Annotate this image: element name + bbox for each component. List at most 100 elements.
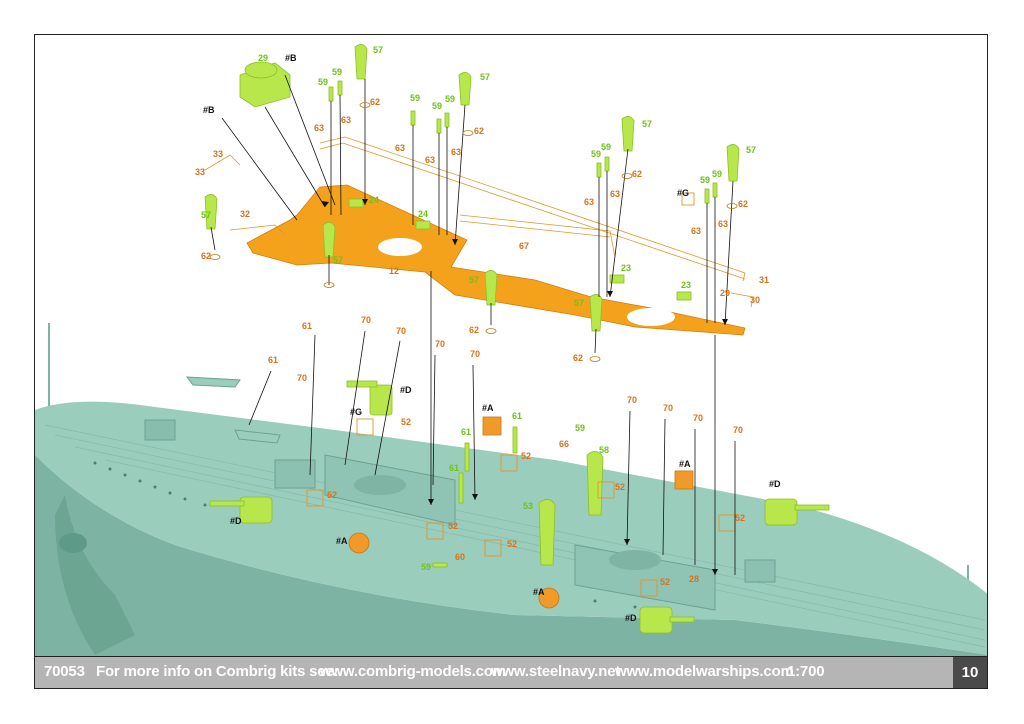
kit-number: 70053 bbox=[44, 663, 85, 680]
callout-label-c57e: 57 bbox=[642, 119, 652, 129]
callout-label-c70g: 70 bbox=[663, 403, 673, 413]
callout-label-c70h: 70 bbox=[693, 413, 703, 423]
orange-parts bbox=[348, 416, 694, 609]
callout-label-c63b: 63 bbox=[341, 115, 351, 125]
callout-label-cD3: #D bbox=[230, 516, 242, 526]
frame-52-a bbox=[306, 489, 324, 507]
link-modelwarships[interactable]: www.modelwarships.com bbox=[615, 663, 794, 680]
vent-57-g bbox=[484, 270, 498, 306]
vent-59-h bbox=[704, 188, 710, 204]
callout-label-c62f: 62 bbox=[469, 325, 479, 335]
turret-a-4 bbox=[538, 587, 560, 609]
frame-52-h bbox=[640, 579, 658, 597]
callout-label-cB1: #B bbox=[285, 53, 297, 63]
callout-label-cG1: #G bbox=[677, 188, 689, 198]
callout-label-c12: 12 bbox=[389, 266, 399, 276]
callout-label-c61d: 61 bbox=[461, 427, 471, 437]
callout-label-c59k: 59 bbox=[421, 562, 431, 572]
callout-label-c31: 31 bbox=[759, 275, 769, 285]
vent-57-h bbox=[589, 294, 603, 332]
callout-label-c24b: 24 bbox=[418, 209, 428, 219]
callout-label-c63g: 63 bbox=[610, 189, 620, 199]
callout-label-c59d: 59 bbox=[432, 101, 442, 111]
barbette-forward bbox=[354, 475, 406, 495]
frame-52-f bbox=[426, 522, 444, 540]
callout-label-c57d: 57 bbox=[333, 255, 343, 265]
forward-deckhouse bbox=[144, 419, 176, 441]
callout-label-c59g: 59 bbox=[601, 142, 611, 152]
callout-label-c62b: 62 bbox=[474, 126, 484, 136]
propeller-shaft bbox=[59, 533, 87, 553]
frame-52-g bbox=[484, 539, 502, 557]
callout-label-c52a: 52 bbox=[401, 417, 411, 427]
callout-label-cA1: #A bbox=[482, 403, 494, 413]
callout-label-c52b: 52 bbox=[521, 451, 531, 461]
callout-label-c59c: 59 bbox=[410, 93, 420, 103]
callout-label-cB2: #B bbox=[203, 105, 215, 115]
turret-d-4-barrel bbox=[669, 616, 695, 623]
footer-bar: 70053 For more info on Combrig kits see:… bbox=[34, 656, 988, 689]
part-53 bbox=[538, 499, 556, 566]
part-59-k bbox=[432, 562, 448, 568]
callout-label-c23b: 23 bbox=[681, 280, 691, 290]
turret-d-3-barrel bbox=[794, 504, 830, 511]
frame-52-c bbox=[500, 454, 518, 472]
ships-boat-2 bbox=[234, 429, 281, 444]
callout-label-c62d: 62 bbox=[632, 169, 642, 179]
vent-57-b bbox=[458, 72, 472, 106]
turret-d-2 bbox=[239, 496, 273, 524]
callout-label-c57a: 57 bbox=[373, 45, 383, 55]
callout-label-c59i: 59 bbox=[712, 169, 722, 179]
turret-d-1-barrel bbox=[346, 380, 378, 388]
callout-label-c61c: 61 bbox=[512, 411, 522, 421]
callout-label-c59j: 59 bbox=[575, 423, 585, 433]
callout-label-c70e: 70 bbox=[297, 373, 307, 383]
info-text: For more info on Combrig kits see: bbox=[96, 663, 339, 680]
callout-label-c32: 32 bbox=[240, 209, 250, 219]
vent-57-e bbox=[204, 194, 218, 230]
callout-label-c63e: 63 bbox=[451, 147, 461, 157]
green-parts bbox=[204, 44, 830, 634]
vent-59-g bbox=[604, 156, 610, 172]
callout-label-c61e: 61 bbox=[449, 463, 459, 473]
part-24-b bbox=[415, 220, 431, 230]
callout-label-c59b: 59 bbox=[332, 67, 342, 77]
leader-lines bbox=[210, 74, 736, 575]
callout-label-c61a: 61 bbox=[302, 321, 312, 331]
deck-plate-12 bbox=[204, 136, 754, 336]
callout-label-c30: 30 bbox=[750, 295, 760, 305]
link-combrig[interactable]: www.combrig-models.com bbox=[320, 663, 506, 680]
aft-deckhouse bbox=[744, 559, 776, 583]
turret-d-1 bbox=[369, 384, 393, 416]
vent-57-a bbox=[354, 44, 368, 80]
part-61-b bbox=[464, 442, 470, 472]
callout-label-c24a: 24 bbox=[369, 195, 379, 205]
part-23-b bbox=[676, 291, 692, 301]
vent-57-d bbox=[726, 144, 740, 182]
railings bbox=[204, 136, 754, 308]
callout-label-cD1: #D bbox=[400, 385, 412, 395]
callout-label-c57b: 57 bbox=[480, 72, 490, 82]
turret-a-2 bbox=[674, 470, 694, 490]
callout-label-c70b: 70 bbox=[396, 326, 406, 336]
callout-label-cD2: #D bbox=[769, 479, 781, 489]
callout-label-c29: 29 bbox=[258, 53, 268, 63]
part-29-top bbox=[244, 61, 278, 79]
part-61-c bbox=[512, 426, 518, 454]
callout-label-c62e: 62 bbox=[738, 199, 748, 209]
main-deck bbox=[35, 401, 987, 655]
callout-label-c70c: 70 bbox=[435, 339, 445, 349]
callout-label-cD4: #D bbox=[625, 613, 637, 623]
frame-52-d bbox=[597, 481, 615, 499]
link-steelnavy[interactable]: www.steelnavy.net bbox=[491, 663, 621, 680]
callout-label-c62g: 62 bbox=[573, 353, 583, 363]
frame-g-1 bbox=[681, 192, 695, 206]
deck-opening-forward bbox=[378, 238, 422, 256]
callout-label-c63d: 63 bbox=[425, 155, 435, 165]
callout-label-c70d: 70 bbox=[470, 349, 480, 359]
assembly-diagram: 29#B#B5759596263635959595762636363333357… bbox=[35, 44, 987, 688]
vent-57-f bbox=[322, 222, 336, 258]
part-23-a bbox=[609, 274, 625, 284]
deck-opening-aft bbox=[627, 308, 675, 326]
callout-label-c33b: 33 bbox=[195, 167, 205, 177]
